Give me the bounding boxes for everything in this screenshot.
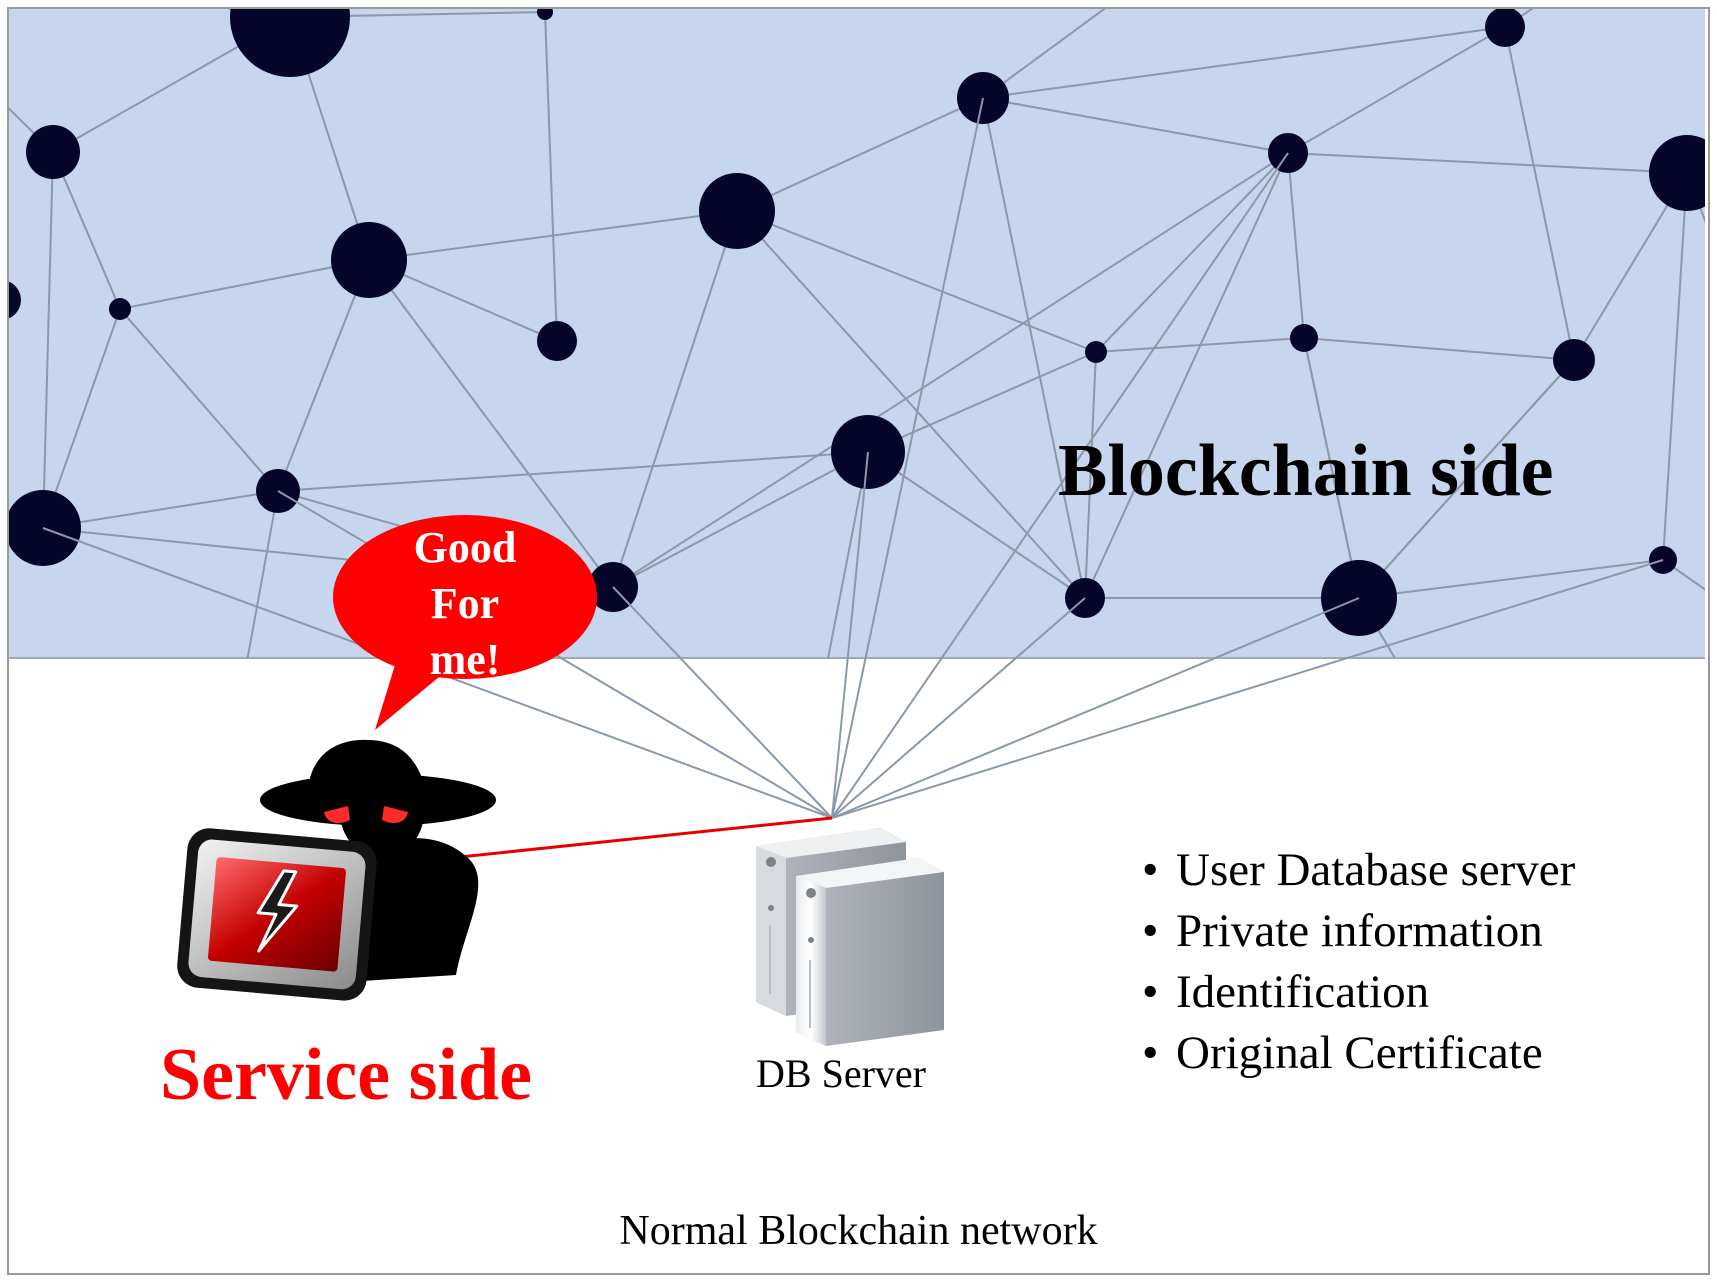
network-edge bbox=[982, 26, 1506, 99]
attack-line bbox=[411, 816, 833, 864]
network-edge bbox=[1084, 351, 1097, 599]
network-edge bbox=[277, 259, 370, 492]
network-edge bbox=[368, 259, 614, 588]
network-edge bbox=[1095, 152, 1289, 353]
service-side-title: Service side bbox=[160, 1034, 532, 1116]
network-edge bbox=[1287, 152, 1688, 174]
network-edge bbox=[982, 97, 1086, 599]
network-edge bbox=[1303, 337, 1360, 599]
db-connection-line bbox=[831, 597, 1360, 819]
network-edge bbox=[1287, 152, 1305, 339]
db-server-label: DB Server bbox=[756, 1051, 926, 1096]
speech-line-1: Good bbox=[413, 523, 517, 572]
bullet-icon: • bbox=[1142, 844, 1159, 896]
network-edge bbox=[42, 151, 54, 529]
network-node bbox=[537, 321, 577, 361]
db-connection-line bbox=[831, 97, 984, 819]
network-edge bbox=[1287, 26, 1506, 154]
info-item: •Original Certificate bbox=[1142, 1023, 1575, 1084]
slide-frame bbox=[7, 7, 1710, 1275]
speech-bubble-text: Good For me! bbox=[330, 520, 600, 688]
network-edge bbox=[867, 351, 1097, 453]
network-edge bbox=[277, 451, 869, 492]
network-edge bbox=[827, 451, 869, 658]
speech-line-3: me! bbox=[429, 635, 501, 684]
network-node bbox=[26, 125, 80, 179]
network-edge bbox=[612, 210, 738, 588]
network-edge bbox=[612, 152, 1289, 588]
network-edge bbox=[1504, 26, 1575, 361]
network-edge bbox=[1084, 152, 1289, 599]
network-edge bbox=[982, 9, 1106, 99]
network-edge bbox=[246, 490, 279, 658]
db-server-icon bbox=[756, 828, 944, 1046]
network-edge bbox=[119, 308, 279, 492]
network-edge bbox=[736, 97, 984, 212]
network-edge bbox=[544, 11, 558, 342]
blockchain-network bbox=[9, 9, 1705, 658]
db-info-list: •User Database server •Private informati… bbox=[1142, 840, 1575, 1084]
bullet-icon: • bbox=[1142, 1027, 1159, 1079]
db-connection-line bbox=[612, 586, 833, 819]
db-connection-line bbox=[831, 597, 1086, 819]
network-edge bbox=[1358, 359, 1575, 599]
network-node bbox=[1290, 324, 1318, 352]
info-item: •Private information bbox=[1142, 901, 1575, 962]
network-node bbox=[699, 173, 775, 249]
network-node bbox=[1649, 135, 1705, 211]
network-edge bbox=[1662, 172, 1688, 561]
network-node bbox=[1085, 341, 1107, 363]
bullet-icon: • bbox=[1142, 966, 1159, 1018]
diagram-caption: Normal Blockchain network bbox=[619, 1208, 1098, 1254]
network-edge bbox=[52, 151, 121, 310]
blockchain-area bbox=[9, 9, 1705, 658]
blockchain-side-title: Blockchain side bbox=[1058, 430, 1554, 512]
network-edge bbox=[612, 451, 869, 588]
db-connection-line bbox=[831, 152, 1289, 819]
bullet-icon: • bbox=[1142, 905, 1159, 957]
info-item: •Identification bbox=[1142, 962, 1575, 1023]
network-node bbox=[230, 9, 350, 77]
network-edge bbox=[736, 210, 1097, 353]
speech-bubble bbox=[333, 515, 597, 730]
network-node bbox=[109, 298, 131, 320]
network-edge bbox=[119, 259, 370, 310]
network-node bbox=[1553, 339, 1595, 381]
network-node bbox=[1485, 9, 1525, 47]
network-node bbox=[331, 222, 407, 298]
network-edge bbox=[1095, 337, 1305, 353]
db-connection-line bbox=[831, 559, 1664, 819]
speech-line-2: For bbox=[430, 579, 500, 628]
network-edge bbox=[982, 97, 1289, 154]
network-edge bbox=[1303, 337, 1575, 361]
info-item: •User Database server bbox=[1142, 840, 1575, 901]
network-node bbox=[9, 281, 21, 319]
network-edge bbox=[1358, 559, 1664, 599]
network-node bbox=[537, 9, 553, 20]
network-edge bbox=[42, 308, 121, 529]
db-connection-line bbox=[831, 451, 869, 819]
network-edge bbox=[42, 490, 279, 529]
malware-monitor-icon bbox=[177, 828, 377, 1001]
